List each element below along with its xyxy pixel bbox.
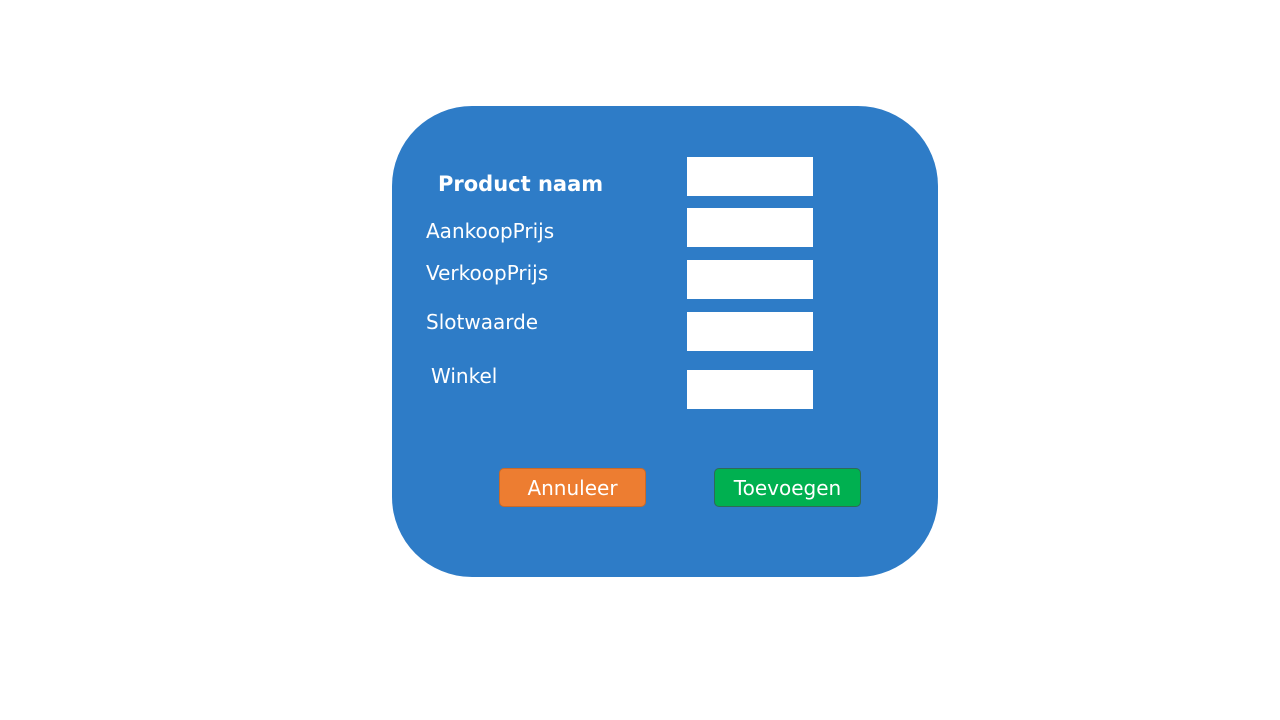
sale-price-label: VerkoopPrijs xyxy=(426,261,549,285)
purchase-price-label: AankoopPrijs xyxy=(426,219,555,243)
product-form-panel: Product naam AankoopPrijs VerkoopPrijs S… xyxy=(392,106,938,577)
store-input[interactable] xyxy=(687,370,813,409)
add-button[interactable]: Toevoegen xyxy=(714,468,861,507)
product-name-input[interactable] xyxy=(687,157,813,196)
final-value-label: Slotwaarde xyxy=(426,310,539,334)
sale-price-input[interactable] xyxy=(687,260,813,299)
purchase-price-input[interactable] xyxy=(687,208,813,247)
product-name-label: Product naam xyxy=(438,172,604,196)
cancel-button[interactable]: Annuleer xyxy=(499,468,646,507)
store-label: Winkel xyxy=(431,364,498,388)
final-value-input[interactable] xyxy=(687,312,813,351)
